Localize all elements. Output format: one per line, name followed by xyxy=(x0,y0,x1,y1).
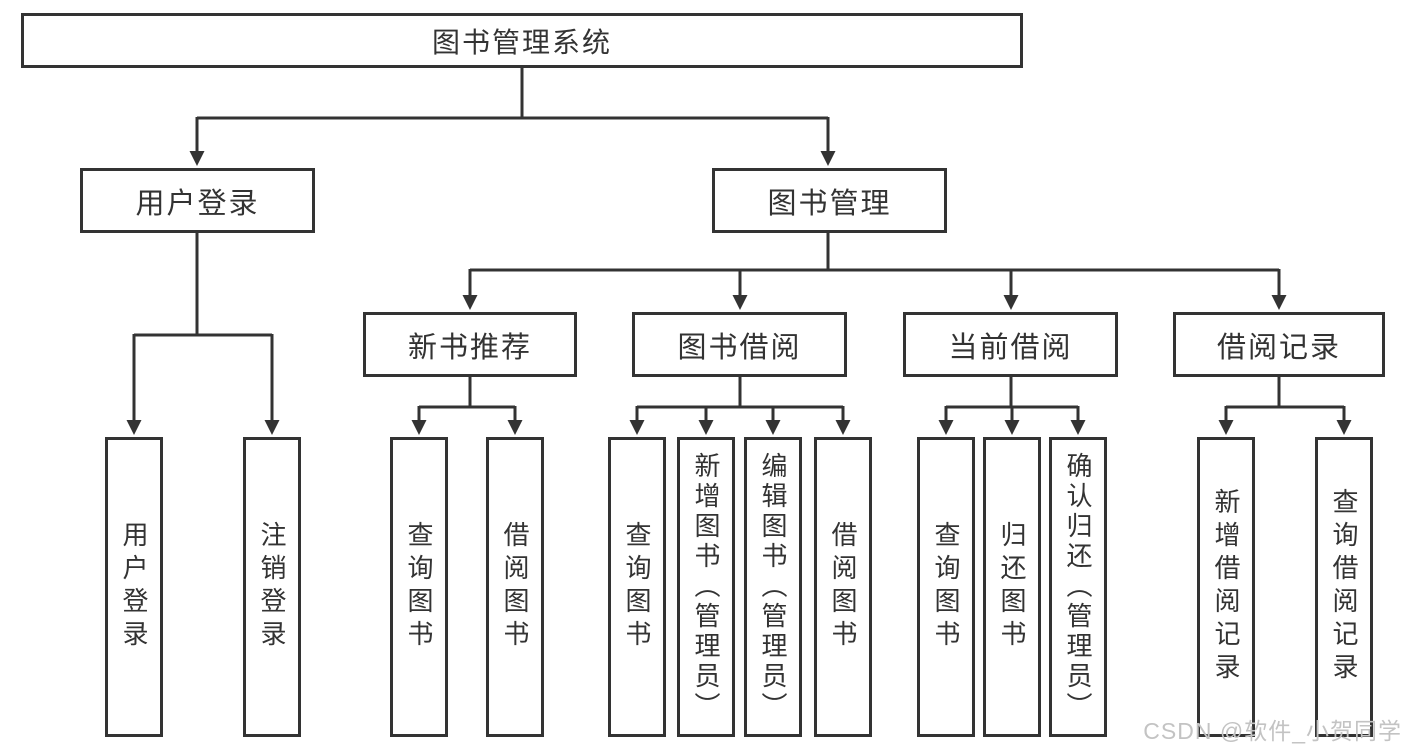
leaf-user-login-label: 用户登录 xyxy=(119,521,149,653)
leaf-query-book-1-label: 查询图书 xyxy=(404,521,434,653)
tree-edges xyxy=(132,68,1346,424)
leaf-confirm-return-admin-label: 确认归还（管理员） xyxy=(1063,452,1093,722)
leaf-borrow-book-1-label: 借阅图书 xyxy=(500,521,530,653)
leaf-edit-book-admin-label: 编辑图书（管理员） xyxy=(758,452,788,722)
leaf-query-book-1: 查询图书 xyxy=(390,437,448,737)
leaf-add-book-admin-label: 新增图书（管理员） xyxy=(691,452,721,722)
node-new-book-recommend: 新书推荐 xyxy=(363,312,577,377)
node-user-login: 用户登录 xyxy=(80,168,315,233)
leaf-borrow-book-2: 借阅图书 xyxy=(814,437,872,737)
leaf-confirm-return-admin: 确认归还（管理员） xyxy=(1049,437,1107,737)
leaf-query-borrow-record: 查询借阅记录 xyxy=(1315,437,1373,737)
node-borrow-records: 借阅记录 xyxy=(1173,312,1385,377)
leaf-borrow-book-1: 借阅图书 xyxy=(486,437,544,737)
leaf-query-book-2: 查询图书 xyxy=(608,437,666,737)
leaf-add-borrow-record: 新增借阅记录 xyxy=(1197,437,1255,737)
node-root-label: 图书管理系统 xyxy=(431,26,612,58)
node-current-borrow-label: 当前借阅 xyxy=(948,331,1073,364)
node-book-borrow-label: 图书借阅 xyxy=(677,331,802,364)
node-book-management-label: 图书管理 xyxy=(767,187,892,220)
node-book-borrow: 图书借阅 xyxy=(632,312,847,377)
node-current-borrow: 当前借阅 xyxy=(903,312,1118,377)
leaf-query-book-3-label: 查询图书 xyxy=(931,521,961,653)
leaf-logout-label: 注销登录 xyxy=(257,521,287,653)
leaf-return-book-label: 归还图书 xyxy=(997,521,1027,653)
leaf-add-borrow-record-label: 新增借阅记录 xyxy=(1211,488,1241,686)
leaf-query-book-2-label: 查询图书 xyxy=(622,521,652,653)
leaf-return-book: 归还图书 xyxy=(983,437,1041,737)
arrowheads xyxy=(126,151,1352,435)
leaf-user-login: 用户登录 xyxy=(105,437,163,737)
leaf-query-book-3: 查询图书 xyxy=(917,437,975,737)
node-book-management: 图书管理 xyxy=(712,168,947,233)
node-borrow-records-label: 借阅记录 xyxy=(1216,331,1341,364)
leaf-borrow-book-2-label: 借阅图书 xyxy=(828,521,858,653)
leaf-logout: 注销登录 xyxy=(243,437,301,737)
node-new-book-recommend-label: 新书推荐 xyxy=(407,331,532,364)
node-user-login-label: 用户登录 xyxy=(135,187,260,220)
node-root: 图书管理系统 xyxy=(21,13,1023,68)
watermark: CSDN @软件_小贺同学 xyxy=(1143,718,1402,744)
leaf-add-book-admin: 新增图书（管理员） xyxy=(677,437,735,737)
leaf-edit-book-admin: 编辑图书（管理员） xyxy=(744,437,802,737)
leaf-query-borrow-record-label: 查询借阅记录 xyxy=(1329,488,1359,686)
